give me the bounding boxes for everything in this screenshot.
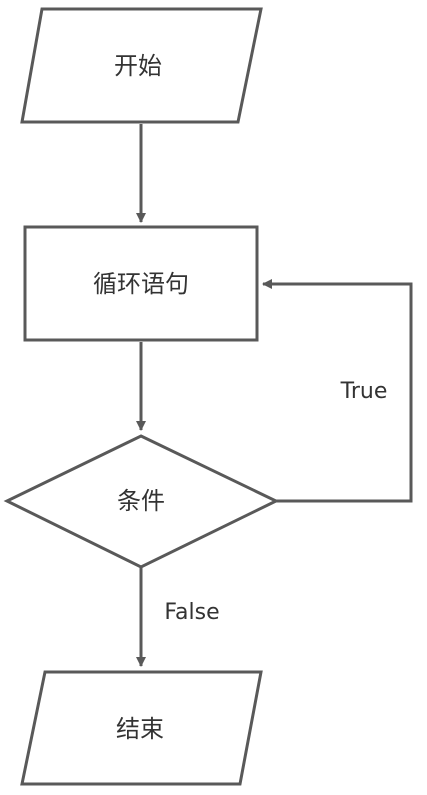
loop-shape [23,225,259,342]
node-start: 开始 [20,7,263,124]
node-end: 结束 [20,670,263,786]
start-shape [20,7,263,124]
edge-label-true: True [340,379,388,404]
edge-label-false: False [164,600,219,625]
node-condition: 条件 [3,434,280,569]
edge-condition-true [262,279,413,503]
condition-label: 条件 [117,487,165,515]
start-label: 开始 [114,52,162,80]
loop-label: 循环语句 [93,270,189,298]
end-label: 结束 [116,715,164,743]
end-shape [20,670,263,786]
node-loop: 循环语句 [23,225,259,342]
